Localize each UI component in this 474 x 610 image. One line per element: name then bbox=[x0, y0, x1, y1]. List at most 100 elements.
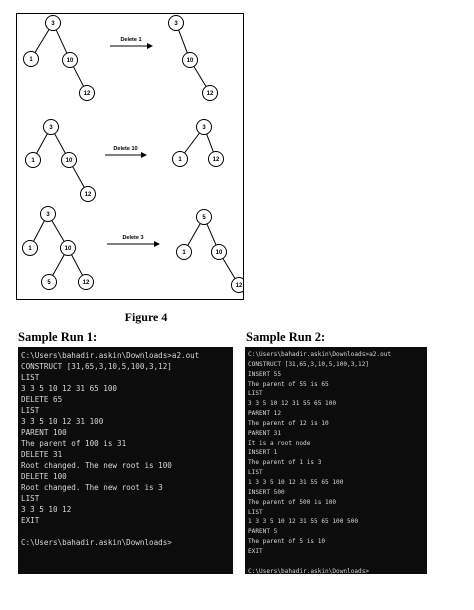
tree-node: 3 bbox=[45, 15, 61, 31]
tree-node-circle bbox=[61, 152, 77, 168]
tree-edge bbox=[51, 220, 65, 242]
tree-node-circle bbox=[80, 186, 96, 202]
tree-node: 12 bbox=[231, 277, 243, 293]
tree-node-key: 10 bbox=[65, 246, 72, 252]
tree-node: 1 bbox=[176, 244, 192, 260]
tree-node: 12 bbox=[80, 186, 96, 202]
tree-edge bbox=[222, 258, 236, 279]
tree-node-circle bbox=[25, 152, 41, 168]
terminal-line: PARENT 100 bbox=[21, 428, 67, 437]
tree-node-key: 5 bbox=[202, 215, 206, 221]
terminal-line bbox=[21, 526, 233, 537]
terminal-line: LIST bbox=[248, 469, 263, 477]
tree-node-key: 12 bbox=[83, 280, 90, 286]
terminal-line: PARENT 12 bbox=[248, 410, 282, 418]
terminal-line: 1 3 3 5 10 12 31 55 65 100 500 bbox=[248, 518, 359, 526]
terminal-line: INSERT 55 bbox=[248, 370, 282, 378]
tree-node-key: 12 bbox=[213, 157, 220, 163]
tree-node: 10 bbox=[60, 240, 76, 256]
tree-node: 3 bbox=[168, 15, 184, 31]
terminal-line: DELETE 65 bbox=[21, 395, 63, 404]
terminal-line: The parent of 100 is 31 bbox=[21, 439, 127, 448]
delete-operation-label: Delete 1 bbox=[120, 37, 141, 43]
terminal-line: EXIT bbox=[21, 516, 40, 525]
terminal-line: PARENT 5 bbox=[248, 528, 278, 536]
tree-node-key: 3 bbox=[51, 21, 55, 27]
tree-node: 12 bbox=[202, 85, 218, 101]
tree-node-circle bbox=[196, 119, 212, 135]
tree-edge bbox=[206, 223, 217, 246]
tree-node-key: 12 bbox=[85, 192, 92, 198]
delete-operation-label: Delete 10 bbox=[113, 146, 137, 152]
terminal-line: 3 3 5 10 12 31 100 bbox=[21, 417, 104, 426]
terminal-line: DELETE 31 bbox=[21, 450, 63, 459]
terminal-line: LIST bbox=[248, 508, 263, 516]
tree-node-circle bbox=[168, 15, 184, 31]
tree-node-circle bbox=[43, 119, 59, 135]
terminal-line: LIST bbox=[21, 494, 40, 503]
terminal-line: INSERT 500 bbox=[248, 488, 285, 496]
sample-run-1-title: Sample Run 1: bbox=[18, 330, 98, 344]
tree-node: 12 bbox=[79, 85, 95, 101]
tree-node: 1 bbox=[23, 51, 39, 67]
terminal-line: Root changed. The new root is 100 bbox=[21, 461, 172, 470]
terminal-line: 1 3 3 5 10 12 31 55 65 100 bbox=[248, 478, 344, 486]
terminal-line: EXIT bbox=[248, 547, 263, 555]
tree-edge bbox=[71, 254, 83, 276]
tree-node: 5 bbox=[196, 209, 212, 225]
tree-node-key: 1 bbox=[31, 158, 35, 164]
tree-node: 3 bbox=[196, 119, 212, 135]
tree-node-key: 1 bbox=[28, 246, 32, 252]
tree-edge bbox=[184, 132, 200, 154]
tree-node-key: 3 bbox=[202, 125, 206, 131]
tree-node-key: 3 bbox=[49, 125, 53, 131]
tree-edge bbox=[206, 133, 214, 153]
tree-edge bbox=[36, 133, 48, 154]
tree-node-circle bbox=[172, 151, 188, 167]
tree-node-key: 1 bbox=[29, 57, 33, 63]
tree-node-circle bbox=[208, 151, 224, 167]
tree-node-key: 10 bbox=[67, 58, 74, 64]
terminal-line: The parent of 12 is 10 bbox=[248, 419, 329, 427]
tree-edge bbox=[52, 254, 65, 276]
terminal-line: CONSTRUCT [31,65,3,10,5,100,3,12] bbox=[21, 362, 172, 371]
terminal-line: It is a root node bbox=[248, 439, 311, 447]
tree-node: 1 bbox=[172, 151, 188, 167]
terminal-line: The parent of 1 is 3 bbox=[248, 459, 322, 467]
tree-node-circle bbox=[182, 52, 198, 68]
tree-edge bbox=[55, 29, 68, 54]
terminal-line: PARENT 31 bbox=[248, 429, 282, 437]
tree-node-circle bbox=[202, 85, 218, 101]
terminal-line: DELETE 100 bbox=[21, 472, 67, 481]
terminal-line: CONSTRUCT [31,65,3,10,5,100,3,12] bbox=[248, 360, 370, 368]
tree-node: 1 bbox=[25, 152, 41, 168]
tree-edge bbox=[72, 166, 85, 188]
tree-node-circle bbox=[176, 244, 192, 260]
tree-node-key: 10 bbox=[216, 250, 223, 256]
tree-node: 10 bbox=[62, 52, 78, 68]
tree-node-circle bbox=[60, 240, 76, 256]
tree-node-key: 1 bbox=[182, 250, 186, 256]
tree-node-circle bbox=[62, 52, 78, 68]
figure-caption: Figure 4 bbox=[124, 310, 168, 324]
tree-node-key: 12 bbox=[236, 283, 243, 289]
tree-node-key: 10 bbox=[187, 58, 194, 64]
terminal-line: C:\Users\bahadir.askin\Downloads>a2.out bbox=[21, 351, 200, 360]
tree-edge bbox=[33, 220, 45, 242]
tree-node-circle bbox=[79, 85, 95, 101]
terminal-line: C:\Users\bahadir.askin\Downloads>a2.out bbox=[248, 351, 392, 358]
terminal-line: C:\Users\bahadir.askin\Downloads> bbox=[248, 567, 370, 574]
terminal-line bbox=[248, 557, 427, 567]
terminal-line: The parent of 55 is 65 bbox=[248, 380, 329, 388]
terminal-line: LIST bbox=[21, 373, 40, 382]
tree-node: 3 bbox=[40, 206, 56, 222]
tree-node-circle bbox=[78, 274, 94, 290]
tree-node-key: 10 bbox=[66, 158, 73, 164]
tree-node: 10 bbox=[211, 244, 227, 260]
tree-node-circle bbox=[22, 240, 38, 256]
terminal-line: INSERT 1 bbox=[248, 449, 278, 457]
